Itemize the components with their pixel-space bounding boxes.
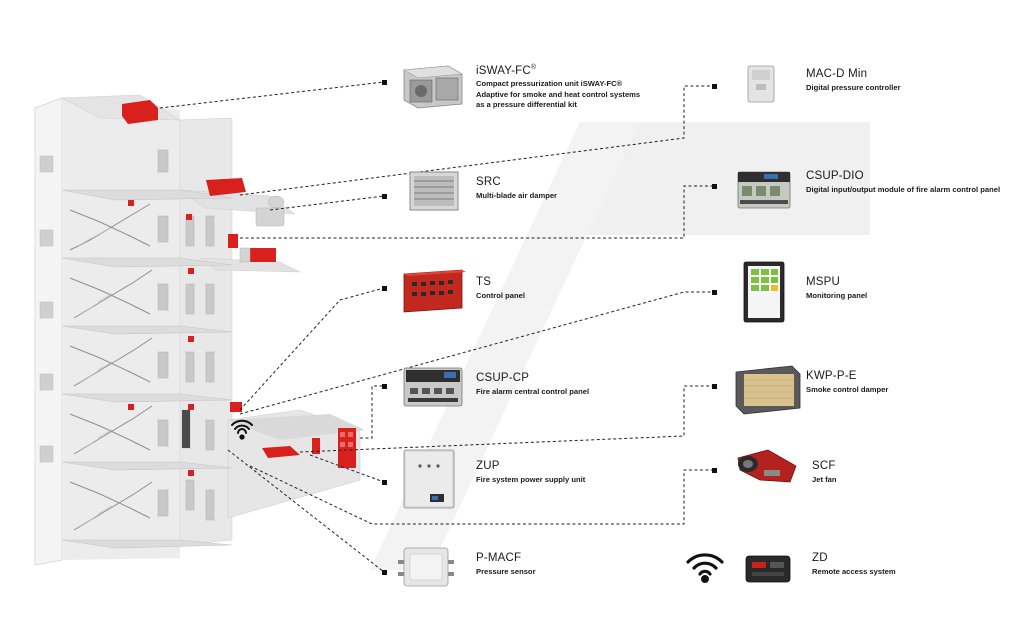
connector-endpoints (382, 80, 717, 575)
product-description: Multi-blade air damper (476, 191, 558, 200)
product-image-pmacf (398, 547, 454, 587)
product-name: P-MACF (476, 552, 522, 564)
product-image-mspu (743, 261, 785, 323)
product-description: Digital input/output module of fire alar… (806, 185, 1001, 194)
product-image-ts (403, 269, 466, 313)
product-name: KWP-P-E (806, 370, 857, 382)
connector-lines (159, 81, 714, 573)
product-description: Smoke control damper (806, 385, 889, 394)
product-name: SRC (476, 176, 501, 188)
product-name: CSUP-DIO (806, 170, 864, 182)
product-description: Monitoring panel (806, 291, 868, 300)
product-image-zd (745, 555, 791, 583)
product-name: MAC-D Min (806, 68, 868, 80)
product-image-csupcp (403, 367, 463, 407)
product-image-csupdio (737, 171, 791, 209)
product-name: iSWAY-FC® (476, 64, 537, 77)
product-image-src (409, 171, 459, 211)
product-name: CSUP-CP (476, 372, 530, 384)
product-image-scf (737, 449, 797, 483)
product-name: ZUP (476, 460, 500, 472)
product-description: Remote access system (812, 567, 896, 576)
wifi-icon (686, 553, 724, 583)
product-description: Jet fan (812, 475, 837, 484)
product-description: Pressure sensor (476, 567, 536, 576)
building-illustration (34, 94, 365, 566)
product-description: Fire system power supply unit (476, 475, 586, 484)
product-description: Digital pressure controller (806, 83, 901, 92)
product-name: TS (476, 276, 492, 288)
product-name: SCF (812, 460, 836, 472)
product-name: MSPU (806, 276, 841, 288)
wifi-icon (231, 419, 253, 440)
product-image-isway (403, 65, 463, 109)
product-image-kwp (735, 365, 801, 415)
product-description: Fire alarm central control panel (476, 387, 590, 396)
product-description: Compact pressurization unit iSWAY-FC® Ad… (476, 79, 641, 109)
product-image-zup (403, 449, 455, 509)
product-description: Control panel (476, 291, 525, 300)
product-image-macd (747, 65, 775, 103)
product-name: ZD (812, 552, 828, 564)
